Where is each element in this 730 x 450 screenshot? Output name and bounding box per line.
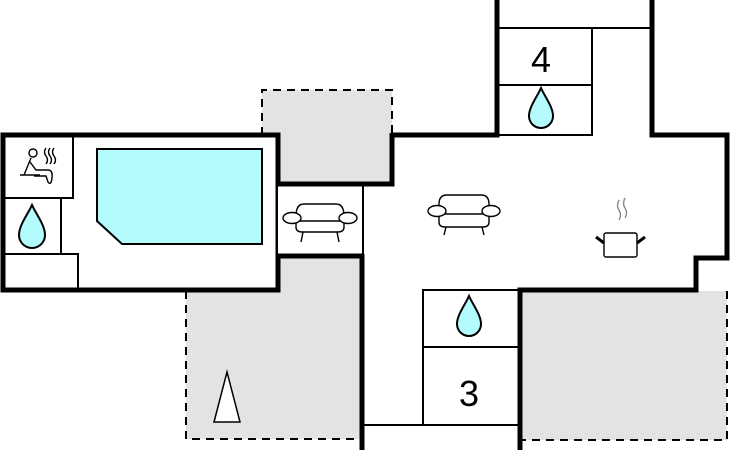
terrace-top — [261, 89, 393, 184]
cooking-pot-icon — [595, 197, 646, 258]
sofa-icon — [427, 194, 501, 236]
terrace-bottom-left — [185, 256, 362, 440]
room-label-3: 3 — [459, 373, 479, 414]
pool — [96, 148, 263, 245]
armchair-icon — [282, 203, 358, 243]
main-building: 4 3 — [362, 0, 730, 450]
shower-icon — [527, 85, 555, 129]
sauna-icon — [20, 147, 57, 185]
shower-icon — [455, 293, 483, 337]
tent-marker-icon — [213, 369, 241, 423]
pool-building — [0, 132, 281, 293]
terrace-bottom-right — [521, 291, 728, 441]
armchair-room — [278, 133, 395, 450]
room-label-4: 4 — [531, 39, 551, 80]
shower-icon — [17, 202, 47, 249]
